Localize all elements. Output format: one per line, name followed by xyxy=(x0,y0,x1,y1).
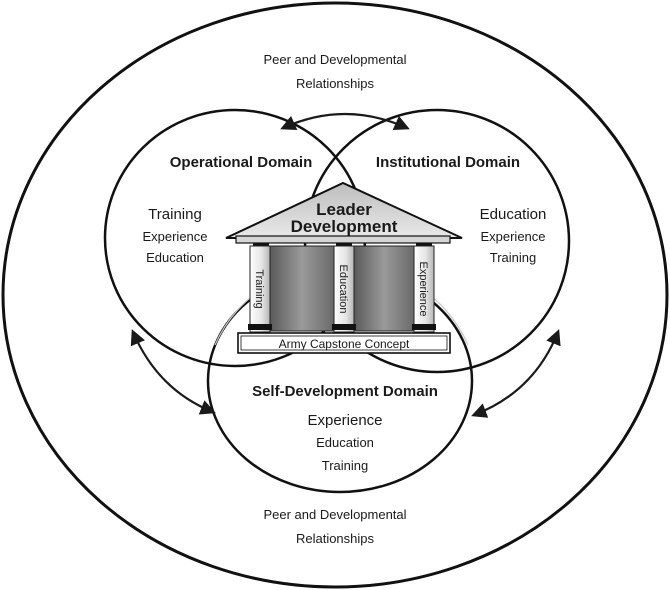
self-development-domain-title: Self-Development Domain xyxy=(252,383,438,400)
arrow-left xyxy=(130,329,216,415)
temple-base-label: Army Capstone Concept xyxy=(279,337,410,351)
self-development-item-education: Education xyxy=(316,435,374,450)
institutional-item-education: Education xyxy=(480,206,547,223)
leader-development-temple: Training Education Experience Army Capst… xyxy=(225,181,463,354)
operational-domain-title: Operational Domain xyxy=(170,154,313,171)
operational-item-training: Training xyxy=(148,206,202,223)
arrow-top xyxy=(280,112,410,130)
pillar-education xyxy=(332,243,356,333)
temple-door-left xyxy=(269,245,335,332)
institutional-item-training: Training xyxy=(490,250,536,265)
self-development-item-experience: Experience xyxy=(307,412,382,429)
arrow-right xyxy=(471,329,561,418)
temple-base xyxy=(237,332,451,354)
operational-item-education: Education xyxy=(146,250,204,265)
operational-item-experience: Experience xyxy=(142,229,207,244)
temple-entablature xyxy=(235,235,451,244)
temple-base-inner xyxy=(240,335,448,351)
peer-label-bottom-line1: Peer and Developmental xyxy=(263,507,406,522)
temple-door-right xyxy=(353,245,415,332)
peer-label-top-line2: Relationships xyxy=(296,76,375,91)
peer-label-bottom-line2: Relationships xyxy=(296,531,375,546)
self-development-item-training: Training xyxy=(322,458,368,473)
pillar-label-experience: Experience xyxy=(417,261,429,316)
pillar-experience xyxy=(412,243,436,333)
institutional-domain-title: Institutional Domain xyxy=(376,154,520,171)
temple-roof-line1: Leader xyxy=(316,200,372,219)
institutional-item-experience: Experience xyxy=(480,229,545,244)
pillar-training xyxy=(248,243,272,333)
pillar-label-education: Education xyxy=(337,265,349,314)
temple-roof-line2: Development xyxy=(291,217,398,236)
peer-label-top-line1: Peer and Developmental xyxy=(263,52,406,67)
pillar-label-training: Training xyxy=(253,269,265,308)
